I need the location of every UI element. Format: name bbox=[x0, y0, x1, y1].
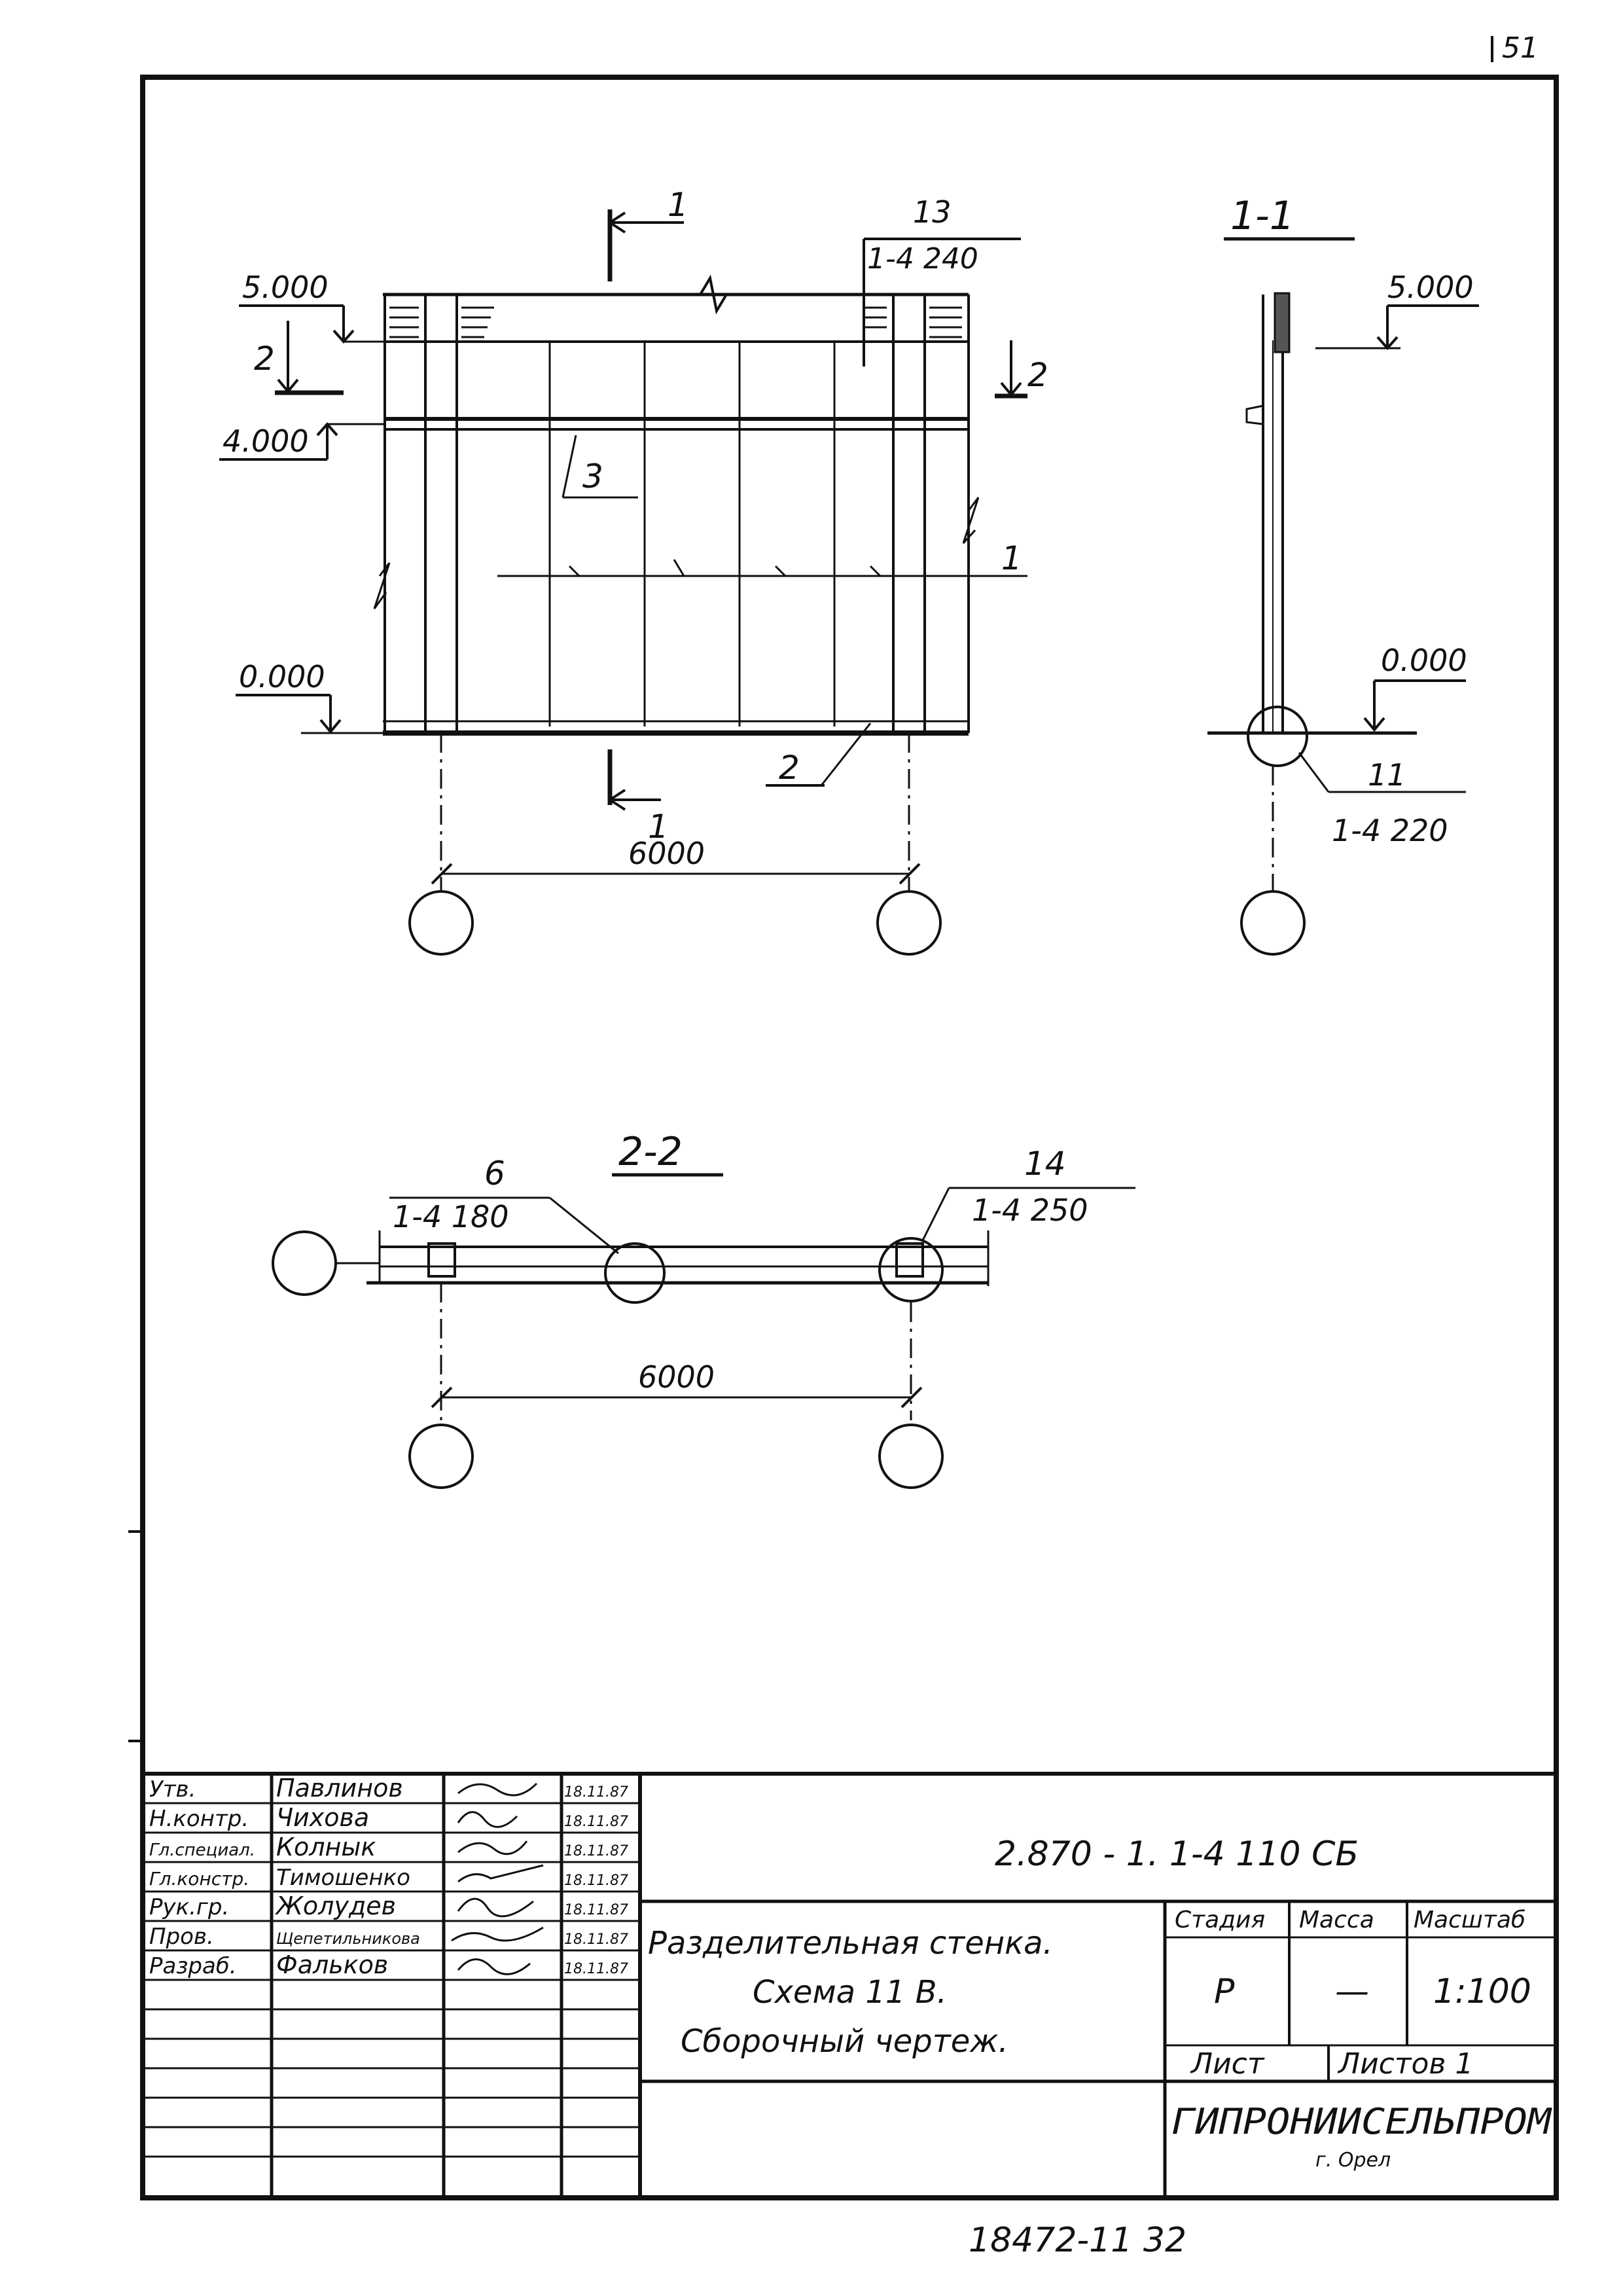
svg-text:18.11.87: 18.11.87 bbox=[564, 1784, 628, 1801]
svg-text:Жолудев: Жолудев bbox=[275, 1892, 396, 1920]
elevation-dimension: 6000 bbox=[628, 836, 705, 871]
section-1-1-level-top: 5.000 bbox=[1387, 270, 1474, 305]
title-line-3: Сборочный чертеж. bbox=[681, 2023, 1008, 2060]
sheet-label: Лист bbox=[1190, 2047, 1265, 2081]
title-line-2: Схема 11 В. bbox=[753, 1974, 947, 2011]
callout-11-sheet-ref: 1-4 220 bbox=[1332, 813, 1448, 848]
svg-text:Утв.: Утв. bbox=[149, 1776, 196, 1803]
svg-text:Колнык: Колнык bbox=[276, 1833, 376, 1861]
organization-name: ГИПРОНИИСЕЛЬПРОМ bbox=[1171, 2101, 1553, 2142]
svg-text:Н.контр.: Н.контр. bbox=[149, 1806, 249, 1832]
sheets-label: Листов 1 bbox=[1337, 2047, 1473, 2081]
callout-6-sheet-ref: 1-4 180 bbox=[393, 1199, 509, 1234]
level-mid: 4.000 bbox=[223, 423, 309, 459]
axis-bubble bbox=[878, 1424, 944, 1489]
callout-11-position: 11 bbox=[1368, 757, 1406, 793]
section-1-1-level-bottom: 0.000 bbox=[1381, 643, 1467, 678]
axis-bubble bbox=[1240, 890, 1306, 956]
callout-13-position: 13 bbox=[913, 194, 952, 230]
header-mass: Масса bbox=[1299, 1907, 1374, 1933]
level-bottom: 0.000 bbox=[239, 659, 325, 694]
section-2-2-dimension: 6000 bbox=[638, 1359, 715, 1395]
callout-13-sheet-ref: 1-4 240 bbox=[867, 242, 978, 276]
section-2-2-view: 2-2 6 1-4 180 14 1-4 250 6000 bbox=[272, 1129, 1135, 1489]
title-block: Утв. Павлинов 18.11.87 Н.контр. Чихова 1… bbox=[143, 1772, 1556, 2198]
title-line-1: Разделительная стенка. bbox=[648, 1925, 1053, 1962]
svg-text:Фальков: Фальков bbox=[276, 1950, 388, 1979]
axis-bubble bbox=[876, 890, 942, 956]
section-1-1-view: 1-1 5.000 0.000 11 1-4 220 bbox=[1207, 193, 1479, 956]
value-stage: Р bbox=[1214, 1972, 1235, 2011]
section-2-2-title: 2-2 bbox=[618, 1129, 683, 1175]
svg-text:Павлинов: Павлинов bbox=[276, 1774, 403, 1803]
value-scale: 1:100 bbox=[1433, 1972, 1531, 2011]
svg-text:Пров.: Пров. bbox=[149, 1924, 214, 1950]
callout-2: 2 bbox=[779, 749, 800, 787]
axis-bubble bbox=[272, 1230, 337, 1296]
section-2-mark-left: 2 bbox=[254, 340, 275, 378]
section-2-mark-right: 2 bbox=[1027, 356, 1048, 394]
callout-14-position: 14 bbox=[1024, 1145, 1066, 1183]
value-mass: — bbox=[1335, 1972, 1369, 2011]
signature-row: Гл.констр. Тимошенко 18.11.87 bbox=[149, 1864, 628, 1891]
svg-text:18.11.87: 18.11.87 bbox=[564, 1931, 628, 1948]
callout-6-position: 6 bbox=[484, 1155, 505, 1193]
section-mark-bottom: 1 bbox=[648, 808, 669, 846]
callout-14-sheet-ref: 1-4 250 bbox=[972, 1193, 1088, 1228]
elevation-view: 6000 1 1 5.000 2 4.000 0.000 bbox=[219, 186, 1048, 956]
section-mark-top: 1 bbox=[668, 186, 688, 224]
callout-1: 1 bbox=[1001, 539, 1022, 577]
axis-bubble bbox=[408, 890, 474, 956]
svg-text:18.11.87: 18.11.87 bbox=[564, 1961, 628, 1977]
svg-text:Гл.констр.: Гл.констр. bbox=[149, 1868, 249, 1890]
signature-row: Утв. Павлинов 18.11.87 bbox=[149, 1774, 628, 1803]
drawing-frame bbox=[140, 75, 1559, 2200]
svg-text:Чихова: Чихова bbox=[276, 1803, 369, 1832]
svg-text:Рук.гр.: Рук.гр. bbox=[149, 1894, 229, 1920]
svg-text:Щепетильникова: Щепетильникова bbox=[276, 1929, 420, 1948]
axis-bubble bbox=[408, 1424, 474, 1489]
header-scale: Масштаб bbox=[1414, 1907, 1525, 1933]
level-top: 5.000 bbox=[242, 270, 329, 305]
callout-3: 3 bbox=[582, 457, 603, 495]
section-1-1-title: 1-1 bbox=[1230, 193, 1294, 239]
svg-text:Гл.специал.: Гл.специал. bbox=[149, 1840, 255, 1860]
signature-row: Н.контр. Чихова 18.11.87 bbox=[149, 1803, 628, 1832]
document-designation: 2.870 - 1. 1-4 110 СБ bbox=[995, 1835, 1359, 1874]
header-stage: Стадия bbox=[1175, 1907, 1265, 1933]
signature-row: Пров. Щепетильникова 18.11.87 bbox=[149, 1924, 628, 1950]
page-number: 51 bbox=[1502, 31, 1539, 65]
signature-row: Гл.специал. Колнык 18.11.87 bbox=[149, 1833, 628, 1861]
svg-text:18.11.87: 18.11.87 bbox=[564, 1843, 628, 1859]
svg-text:18.11.87: 18.11.87 bbox=[564, 1814, 628, 1830]
organization-city: г. Орел bbox=[1315, 2149, 1391, 2172]
svg-text:Разраб.: Разраб. bbox=[149, 1953, 237, 1979]
signature-row: Разраб. Фальков 18.11.87 bbox=[149, 1950, 628, 1979]
svg-text:18.11.87: 18.11.87 bbox=[564, 1902, 628, 1918]
bottom-code: 18472-11 32 bbox=[969, 2221, 1186, 2260]
svg-text:Тимошенко: Тимошенко bbox=[276, 1865, 410, 1891]
svg-text:18.11.87: 18.11.87 bbox=[564, 1873, 628, 1889]
signature-row: Рук.гр. Жолудев 18.11.87 bbox=[149, 1892, 628, 1920]
